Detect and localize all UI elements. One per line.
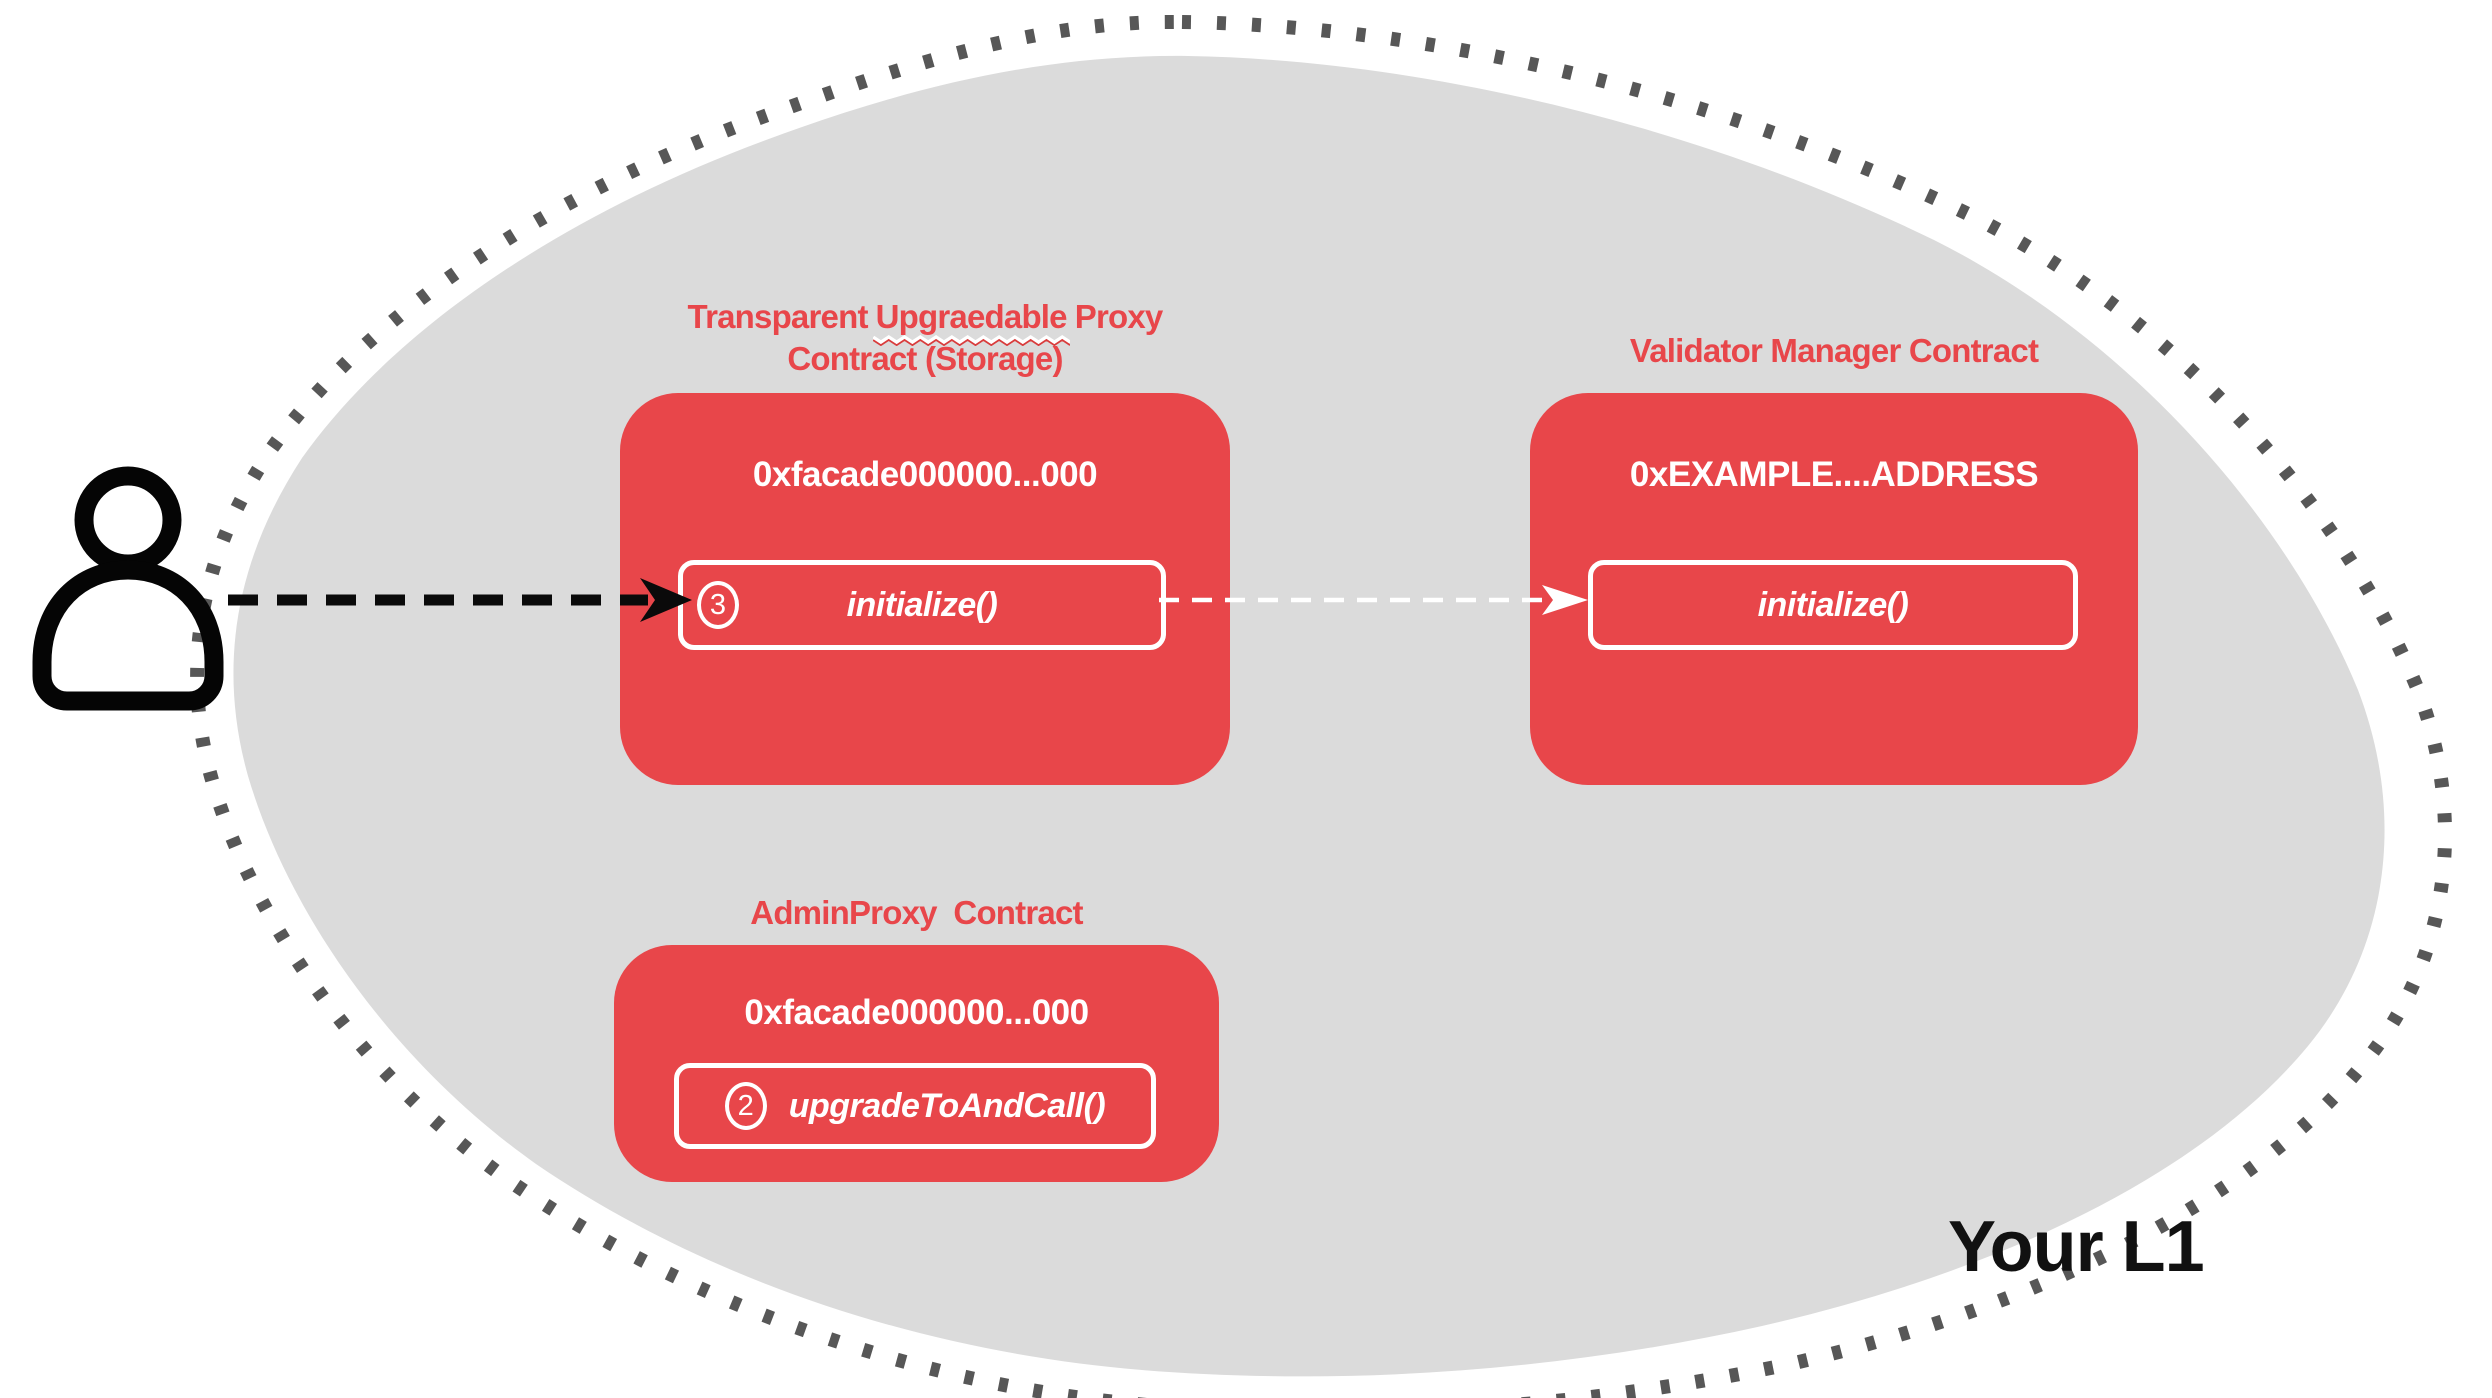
method-label: upgradeToAndCall()	[788, 1086, 1106, 1125]
method-label: initialize()	[1757, 585, 1909, 624]
validator-manager-title: Validator Manager Contract	[1629, 332, 2039, 369]
admin-proxy-address: 0xfacade000000...000	[744, 993, 1089, 1032]
title-word-misspelled: Upgraedable	[875, 298, 1068, 335]
validator-manager-box: 0xEXAMPLE....ADDRESS initialize()	[1530, 393, 2138, 785]
title-word: Transparent	[687, 298, 869, 335]
validator-manager-address: 0xEXAMPLE....ADDRESS	[1629, 455, 2039, 494]
user-icon	[32, 466, 224, 711]
transparent-proxy-box: 0xfacade000000...000 3 initialize()	[620, 393, 1230, 785]
admin-proxy-title: AdminProxy Contract	[750, 894, 1083, 931]
transparent-proxy-title-line2: Contract (Storage)	[787, 340, 1063, 377]
transparent-proxy-address: 0xfacade000000...000	[752, 455, 1098, 494]
initialize-button-validator: initialize()	[1588, 560, 2078, 650]
your-l1-label: Your L1	[1948, 1207, 2205, 1287]
upgrade-to-and-call-button: 2 upgradeToAndCall()	[674, 1063, 1156, 1149]
initialize-button-proxy: 3 initialize()	[678, 560, 1166, 650]
step-badge: 3	[697, 581, 739, 629]
spellcheck-squiggle-icon	[872, 335, 1070, 346]
method-label: initialize()	[846, 585, 998, 624]
step-badge: 2	[724, 1082, 767, 1130]
admin-proxy-box: 0xfacade000000...000 2 upgradeToAndCall(…	[614, 945, 1219, 1182]
title-word: Proxy	[1074, 298, 1164, 335]
misspelled-word-wrap: Upgraedable	[872, 296, 1070, 346]
